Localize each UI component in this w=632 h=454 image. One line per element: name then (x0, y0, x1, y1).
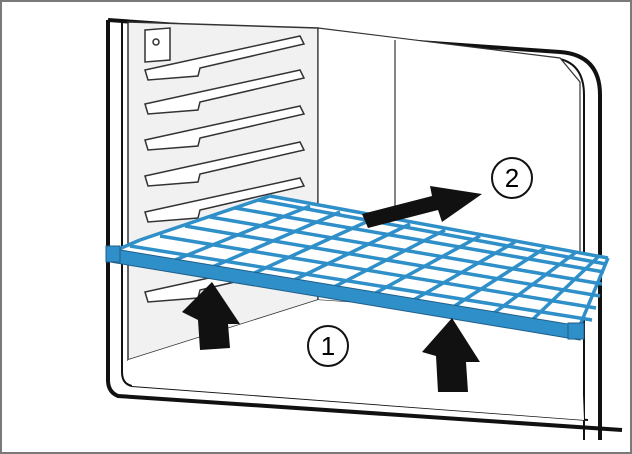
rack-left-end (105, 245, 121, 263)
oven-opening-outer (106, 20, 623, 432)
shelf-runner-2 (144, 69, 306, 115)
oven-floor (128, 300, 584, 420)
callout-2-label: 2 (505, 163, 519, 193)
shelf-runner-4 (144, 141, 306, 187)
rack-right-end (567, 322, 585, 340)
shelf-runner-5 (144, 177, 306, 223)
shelf-runner-1 (144, 35, 306, 81)
callout-1-label: 1 (321, 331, 335, 361)
oven-opening-inner (121, 22, 589, 421)
callout-2-circle (491, 157, 533, 199)
wire-rack (105, 194, 610, 341)
push-in-arrow (362, 186, 482, 228)
callout-1-circle (307, 325, 349, 367)
shelf-runner-3 (144, 105, 306, 151)
lamp-screw-icon (152, 38, 160, 46)
lift-arrow-left (182, 282, 240, 350)
oven-opening-top-right (107, 18, 602, 440)
lift-arrow-right (422, 318, 480, 392)
